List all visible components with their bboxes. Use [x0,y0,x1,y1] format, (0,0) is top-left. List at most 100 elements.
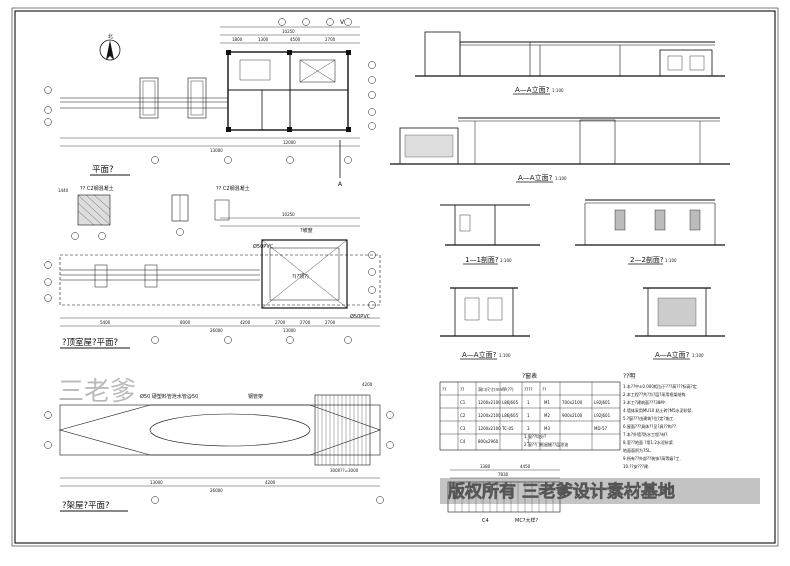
elevation-1-scale: 1:100 [552,88,564,93]
elevation-4-title: A—A立面? [655,350,690,359]
guard-dim-top: 10250 [282,29,295,34]
roof-dim-2: 4200 [240,320,251,325]
elevation-2: A—A立面? 1:100 [390,117,730,183]
guard-width-dim: 12000 [283,140,296,145]
foundation-details: ?? C2钢混凝土 1440 ?? C2钢混凝土 [58,185,250,240]
schedule-cell: TC-05 [501,426,514,431]
notes-line: 7.本?外墙?防水工程?材?. [623,431,669,437]
watermark-bottom: 版权所有 三老爹设计素材基地 [448,481,675,502]
notes-line: 5.?窗???由建筑?位?定?施工. [623,415,675,421]
schedule-cell: M3 [544,426,550,431]
roof-plan-title: ?顶室屋?平面? [62,337,118,348]
schedule-cell: C3 [460,426,466,431]
schedule-cell: L92J601 [594,413,611,418]
elevation-3-scale: 1:100 [499,353,511,358]
canopy-note-steel: 钢管架 [248,393,263,400]
elevation-1: A—A立面? 1:100 [415,31,725,95]
canopy-steel-grid [314,394,371,466]
gate-detail: 3380 4450 7830 C4 MC?大样? [447,464,561,524]
elevation-1-title: A—A立面? [515,85,550,94]
schedule-cell: 3 [527,426,530,431]
design-notes: ??明 1.本??中±0.000相当于???高???标高?定. 2.本工程??共… [623,373,698,469]
roof-note-pipe-2: Ø50PVC [350,313,371,320]
notes-header: ??明 [623,373,635,380]
elevation-4-scale: 1:100 [692,353,704,358]
roof-dim-top: 10250 [282,212,295,217]
section-mark-a: A [338,181,343,188]
gate-dim-2: 7830 [498,472,509,477]
schedule-cell: M2 [544,413,550,418]
schedule-title: ?窗表 [522,372,537,380]
gate-label-mc: MC?大样? [515,517,538,524]
gate-dim-1: 4450 [520,464,531,469]
schedule-cell: M1 [544,400,550,405]
guard-dim-2: 4500 [290,37,301,42]
schedule-cell: 900x2100 [562,413,583,418]
canopy-plan: Ø50 硬塑料管泄水管@50 钢管架 300X??=3000 13000 420… [44,382,394,512]
schedule-cell: C1 [460,400,466,405]
section-2-scale: 1:100 [665,258,677,263]
notes-line: 3.本工?建筑面???38M². [623,399,667,405]
roof-width-dim: 13000 [283,328,296,333]
notes-line: 9.所有??外部??装饰?高等级?工. [623,455,681,461]
canopy-spacing: 300X??=3000 [330,468,359,473]
roof-dim-3: 2700 [275,320,286,325]
detail1-title: ?? C2钢混凝土 [80,185,114,192]
schedule-cell: 2 [527,439,530,444]
guard-total-dim: 13000 [210,148,223,153]
elevation-2-scale: 1:100 [555,176,567,181]
section-2-2: 2—2剖面? 1:100 [575,199,725,265]
schedule-cell: C2 [460,413,466,418]
schedule-header-1: ?? [460,387,464,392]
schedule-cell: 1200x2100 [478,413,501,418]
notes-line: 8.室??地面 ?用1:2水泥砂浆. [623,439,674,445]
canopy-dim-0: 13000 [150,480,163,485]
roof-dim-0: 5400 [100,320,111,325]
schedule-cell: L92J601 [594,400,611,405]
north-label: 北 [108,33,113,40]
watermark-band [440,478,760,504]
gate-label-c4: C4 [482,518,489,524]
schedule-cell: MD-57 [594,426,608,431]
notes-line: 2.本工程??共?为?层?采用框架结构. [623,391,687,397]
schedule-cell: 1200x2100 [478,426,501,431]
watermark-top: 三老爹 [58,377,136,407]
schedule-cell: 1 [527,400,530,405]
schedule-cell: 700x2100 [562,400,583,405]
detail1-dim-0: 1440 [58,188,69,193]
guard-dim-0: 1800 [232,37,243,42]
section-1-scale: 1:100 [500,258,512,263]
roof-dim-5: 2700 [325,320,336,325]
section-2-title: 2—2剖面? [630,255,664,264]
roof-note-slope: ?坡度 [300,227,313,234]
schedule-note-a: 1.窗??均分? [524,433,546,439]
guard-plan-title: 平面? [92,165,114,175]
notes-line: 4.墙体采用MU10 粘土砖?M5水泥砂浆. [623,407,693,413]
section-1-title: 1—1剖面? [465,255,499,264]
canopy-dim-top: 4200 [362,382,373,387]
roof-note-pipe: Ø50PVC [253,243,274,250]
schedule-cell: 800x2960 [478,439,499,444]
north-arrow: 北 [99,33,121,61]
elevation-3-title: A—A立面? [462,350,497,359]
window-schedule: ?窗表 ?? ?? 洞口尺寸(mm) ??(??) ???? ?? C1 120… [439,372,621,451]
schedule-header-5: ?? [542,387,546,392]
schedule-header-2: 洞口尺寸(mm) [478,386,505,392]
canopy-dim-1: 4200 [265,480,276,485]
section-mark-v: V [340,19,345,26]
notes-line: 6.屋面???具体??见?具??构??. [623,423,677,429]
gate-dim-0: 3380 [480,464,491,469]
schedule-note-b: 2.窗??门框留缝??层涂油 [524,441,568,447]
schedule-cell: 1 [527,413,530,418]
detail2-title: ?? C2钢混凝土 [216,185,250,192]
schedule-header-0: ?? [442,387,446,392]
schedule-cell: C4 [460,439,466,444]
schedule-cell: L86J605 [502,413,519,418]
canopy-total-dim: 26000 [210,488,223,493]
canopy-note-drain: Ø50 硬塑料管泄水管@50 [140,393,198,400]
notes-line: 10.??安???建. [623,463,649,469]
section-1-1: 1—1剖面? 1:100 [440,204,540,265]
notes-line: 1.本??中±0.000相当于???高???标高?定. [623,383,698,389]
schedule-header-3: ??(??) [502,387,514,392]
